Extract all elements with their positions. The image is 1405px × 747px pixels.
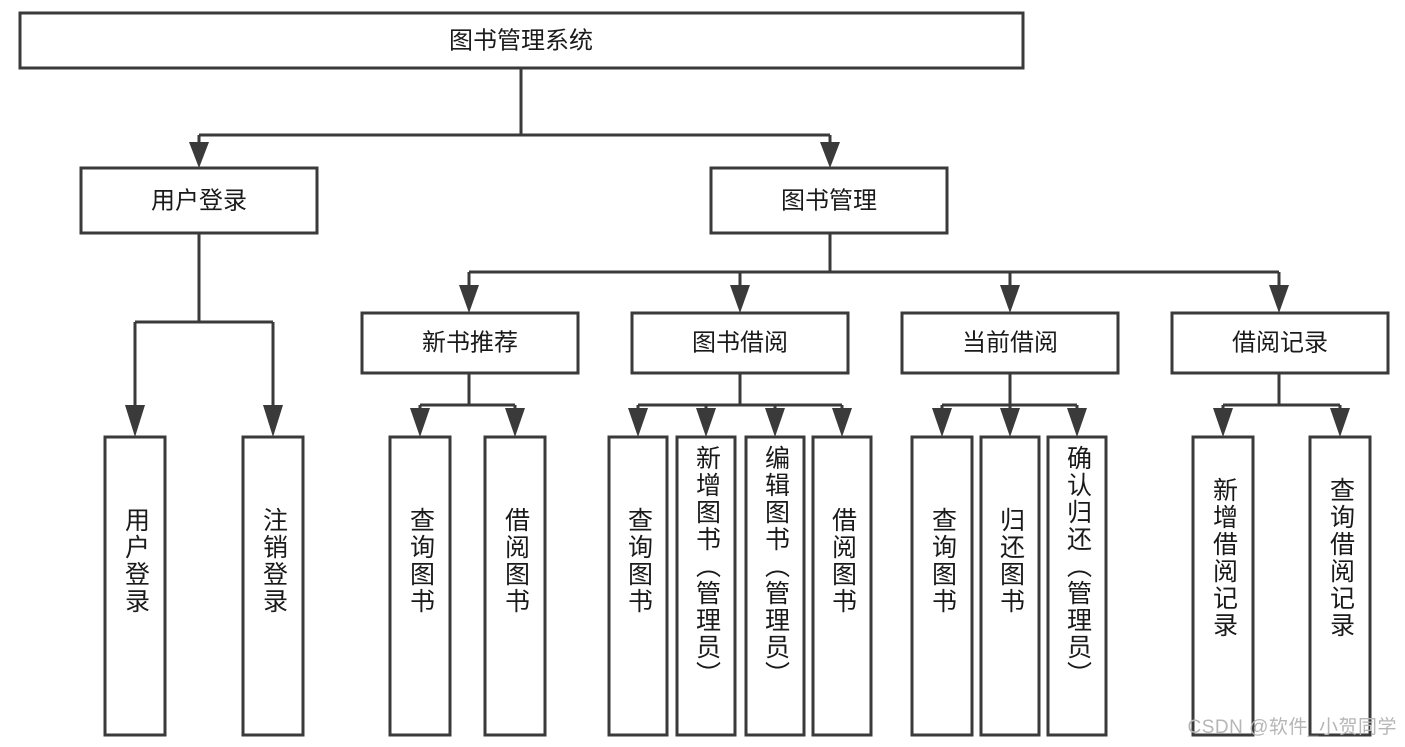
arrowhead-leaf-borrow-add (696, 408, 716, 437)
arrowhead-borrow-record (1269, 285, 1289, 313)
arrowhead-leaf-current-return (1000, 408, 1020, 437)
arrowhead-leaf-borrow-query (628, 408, 648, 437)
node-leaf-recommend-borrow-book[interactable] (483, 435, 547, 737)
node-leaf-recommend-query-book[interactable] (388, 435, 452, 737)
arrowhead-leaf-borrow-edit (765, 408, 785, 437)
node-leaf-borrow-add-book[interactable] (675, 435, 737, 737)
arrowhead-leaf-user-login (125, 405, 145, 437)
label-current-borrow: 当前借阅 (962, 329, 1058, 356)
arrowhead-leaf-logout (263, 405, 283, 437)
label-layer-horizontal: 图书管理系统 用户登录 图书管理 新书推荐 图书借阅 当前借阅 借阅记录 (151, 27, 1328, 356)
arrowhead-book-borrow (730, 285, 750, 313)
node-leaf-current-query-book[interactable] (910, 435, 974, 737)
connector-layer (125, 68, 1350, 437)
arrowhead-new-book-recommend (459, 285, 479, 313)
node-leaf-record-query[interactable] (1308, 435, 1372, 737)
label-new-book-recommend: 新书推荐 (422, 329, 518, 356)
arrowhead-current-borrow (1000, 285, 1020, 313)
arrowhead-leaf-recommend-query (410, 408, 430, 437)
node-leaf-current-confirm-return[interactable] (1046, 435, 1108, 737)
arrowhead-leaf-current-query (932, 408, 952, 437)
arrowhead-leaf-recommend-borrow (505, 408, 525, 437)
arrowhead-leaf-current-confirm (1067, 408, 1087, 437)
node-layer (18, 11, 1390, 737)
arrowhead-user-login (189, 142, 209, 168)
label-borrow-record: 借阅记录 (1232, 329, 1328, 356)
node-current-borrow[interactable] (900, 311, 1120, 375)
node-borrow-record[interactable] (1170, 311, 1390, 375)
label-book-borrow: 图书借阅 (692, 329, 788, 356)
node-leaf-record-add[interactable] (1191, 435, 1255, 737)
node-leaf-borrow-edit-book[interactable] (744, 435, 806, 737)
label-user-login: 用户登录 (151, 187, 247, 214)
arrowhead-leaf-record-add (1213, 408, 1233, 437)
node-leaf-borrow-query-book[interactable] (607, 435, 669, 737)
node-leaf-logout[interactable] (241, 435, 305, 737)
arrowhead-book-mgmt (820, 142, 840, 168)
node-root-book-management-system[interactable] (18, 11, 1025, 70)
node-book-borrow[interactable] (630, 311, 850, 375)
watermark-text: CSDN @软件_小贺同学 (1187, 717, 1397, 738)
arrowhead-leaf-borrow-loan (832, 408, 852, 437)
node-leaf-borrow-loan-book[interactable] (811, 435, 873, 737)
node-leaf-current-return-book[interactable] (979, 435, 1041, 737)
node-book-management[interactable] (709, 166, 949, 235)
node-leaf-user-login[interactable] (103, 435, 167, 737)
label-root: 图书管理系统 (449, 27, 593, 54)
label-book-management: 图书管理 (781, 187, 877, 214)
arrowhead-leaf-record-query (1330, 408, 1350, 437)
node-new-book-recommend[interactable] (360, 311, 580, 375)
node-user-login[interactable] (79, 166, 319, 235)
